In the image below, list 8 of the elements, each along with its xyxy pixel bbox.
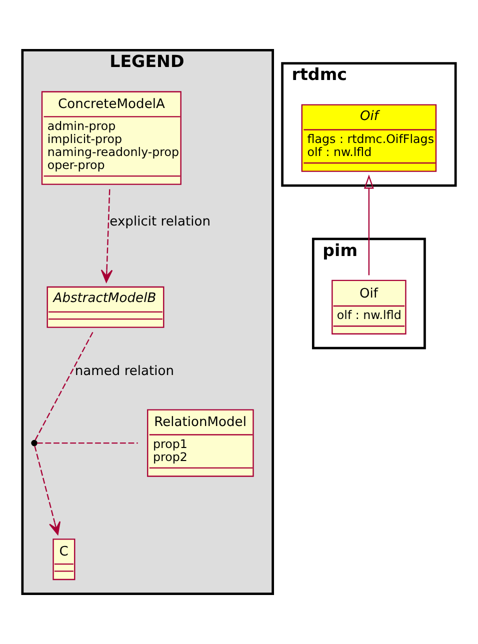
arrow: [100, 189, 113, 283]
arrow: [364, 174, 374, 276]
node-dot: [31, 440, 38, 446]
edge-label: named relation: [74, 364, 174, 380]
connector: [36, 442, 138, 444]
edge-label: explicit relation: [110, 214, 210, 230]
arrow: [34, 446, 61, 535]
connector: [34, 332, 94, 440]
